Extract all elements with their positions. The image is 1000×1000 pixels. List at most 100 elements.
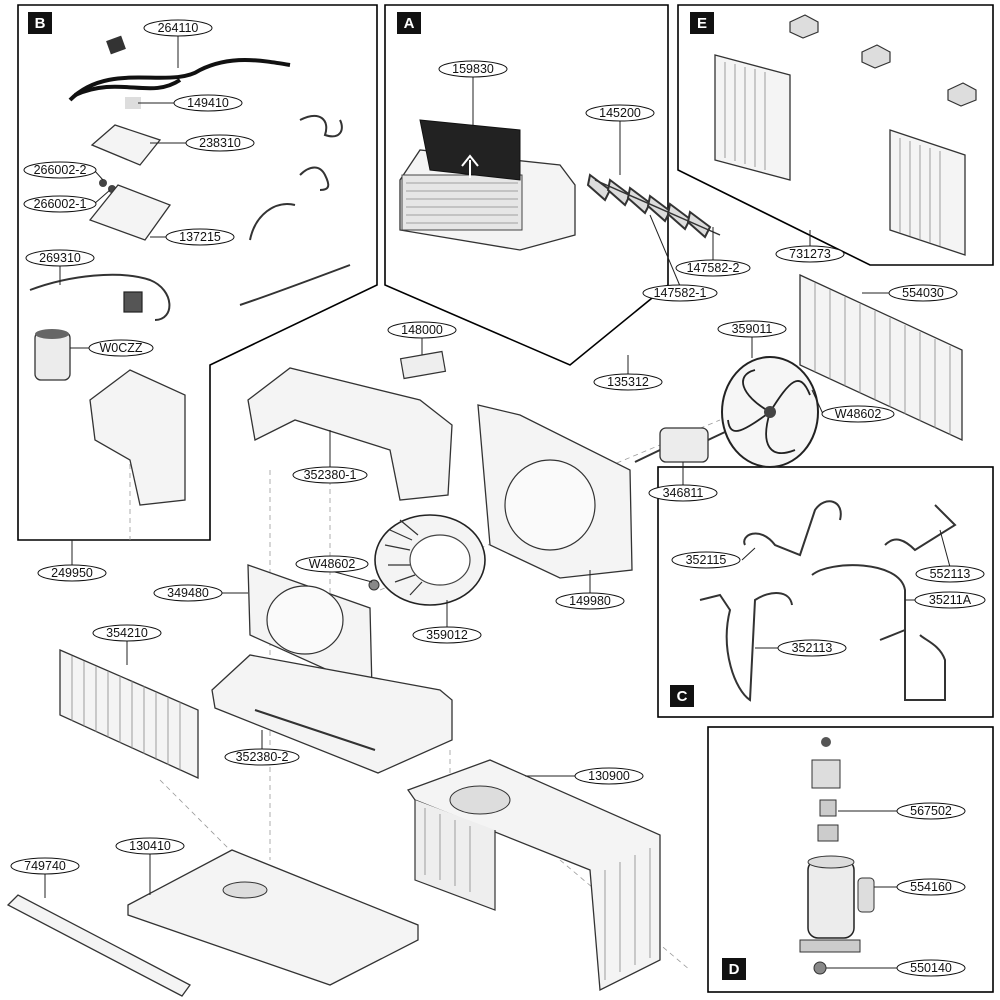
callout-354210 — [92, 624, 162, 642]
compressor-assembly — [799, 737, 875, 975]
svg-text:130410: 130410 — [129, 839, 171, 853]
callout-749740 — [10, 857, 80, 875]
section-tag-d: D — [722, 958, 746, 980]
svg-text:266002-1: 266002-1 — [34, 197, 87, 211]
callout-w48602-condenser — [821, 405, 895, 423]
air-guide-upper — [247, 367, 453, 501]
callout-359012 — [412, 626, 482, 644]
section-a-frame — [384, 4, 669, 366]
callout-w48602-blower — [295, 555, 369, 573]
callout-147582-2 — [675, 259, 751, 277]
evaporator-coil — [59, 649, 199, 780]
svg-text:W0CZZ: W0CZZ — [99, 341, 142, 355]
callout-554030 — [888, 284, 958, 302]
condenser-coil — [799, 273, 963, 442]
section-tag-c: C — [670, 685, 694, 707]
section-d-frame — [707, 726, 994, 993]
mounting-brackets — [789, 14, 977, 107]
svg-text:554160: 554160 — [910, 880, 952, 894]
svg-text:354210: 354210 — [106, 626, 148, 640]
callout-349480 — [153, 584, 223, 602]
svg-text:149410: 149410 — [187, 96, 229, 110]
svg-text:249950: 249950 — [51, 566, 93, 580]
svg-text:352380-2: 352380-2 — [236, 750, 289, 764]
control-box-housing — [89, 369, 186, 506]
blower-wheel — [374, 514, 486, 606]
svg-text:C: C — [677, 688, 688, 705]
svg-text:264110: 264110 — [158, 21, 199, 35]
svg-text:352113: 352113 — [792, 641, 833, 655]
refrigerant-tubes — [699, 500, 957, 702]
base-pan-upper — [211, 654, 453, 774]
svg-text:E: E — [697, 15, 707, 32]
control-board — [88, 184, 172, 241]
svg-text:159830: 159830 — [452, 62, 494, 76]
callout-269310 — [25, 249, 95, 267]
svg-text:B: B — [35, 15, 46, 32]
svg-text:A: A — [404, 15, 415, 32]
svg-text:238310: 238310 — [199, 136, 241, 150]
svg-text:149980: 149980 — [569, 594, 611, 608]
capacitor — [34, 329, 71, 381]
callout-147582-1 — [642, 284, 718, 302]
callout-352115 — [671, 551, 741, 569]
callout-148000 — [387, 321, 457, 339]
section-e-frame — [677, 4, 994, 266]
svg-text:554030: 554030 — [902, 286, 944, 300]
callout-149410 — [173, 94, 243, 112]
fan-motor — [634, 427, 726, 463]
clip-148000 — [399, 350, 447, 380]
section-tag-b: B — [28, 12, 52, 34]
callout-552113 — [915, 565, 985, 583]
callout-149980 — [555, 592, 625, 610]
thermistor-wire — [29, 273, 171, 321]
svg-text:135312: 135312 — [607, 375, 649, 389]
callout-135312 — [593, 373, 663, 391]
power-cord — [68, 35, 291, 102]
callout-249950 — [37, 564, 107, 582]
condenser-fan — [721, 356, 819, 468]
callout-264110 — [143, 19, 213, 37]
callout-130410 — [115, 837, 185, 855]
control-label — [125, 97, 141, 109]
svg-text:349480: 349480 — [167, 586, 209, 600]
section-tag-e: E — [690, 12, 714, 34]
callout-w0czz — [88, 339, 154, 357]
svg-text:731273: 731273 — [789, 247, 831, 261]
base-pan — [127, 849, 419, 986]
svg-text:W48602: W48602 — [835, 407, 882, 421]
nut-w48602 — [368, 579, 380, 591]
shroud-opening — [504, 459, 596, 551]
svg-text:749740: 749740 — [24, 859, 66, 873]
callout-346811 — [648, 484, 718, 502]
seal-strip — [6, 894, 191, 997]
callout-137215 — [165, 228, 235, 246]
svg-text:D: D — [729, 961, 740, 978]
svg-text:35211A: 35211A — [929, 593, 972, 607]
callout-567502 — [896, 802, 966, 820]
svg-text:137215: 137215 — [179, 230, 221, 244]
callout-130900 — [574, 767, 644, 785]
svg-text:346811: 346811 — [663, 486, 704, 500]
svg-text:266002-2: 266002-2 — [34, 163, 87, 177]
svg-text:145200: 145200 — [599, 106, 641, 120]
svg-text:550140: 550140 — [910, 961, 952, 975]
section-tag-a: A — [397, 12, 421, 34]
callout-554160 — [896, 878, 966, 896]
svg-text:352115: 352115 — [686, 553, 727, 567]
svg-text:147582-2: 147582-2 — [687, 261, 740, 275]
svg-text:130900: 130900 — [588, 769, 630, 783]
callout-159830 — [438, 60, 508, 78]
callout-731273 — [775, 245, 845, 263]
outer-cabinet — [406, 759, 661, 992]
section-c-frame — [657, 466, 994, 718]
svg-text:552113: 552113 — [930, 567, 971, 581]
wire-harnesses — [239, 115, 351, 306]
callout-35211a — [914, 591, 986, 609]
svg-text:148000: 148000 — [401, 323, 443, 337]
callout-352380-1 — [292, 466, 368, 484]
callout-266002-1 — [23, 195, 97, 213]
side-curtain-left — [714, 54, 791, 181]
svg-text:147582-1: 147582-1 — [654, 286, 707, 300]
callout-145200 — [585, 104, 655, 122]
